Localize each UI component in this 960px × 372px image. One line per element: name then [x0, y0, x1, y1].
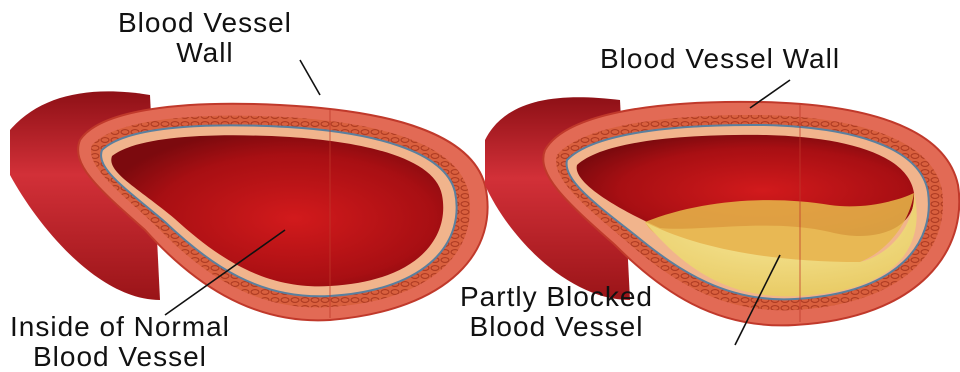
label-normal-wall-line1: Blood Vessel	[118, 8, 292, 38]
label-blocked-inside-line2: Blood Vessel	[460, 312, 653, 342]
label-normal-wall: Blood Vessel Wall	[118, 8, 292, 68]
leader-normal-wall	[300, 60, 320, 95]
label-blocked-inside: Partly Blocked Blood Vessel	[460, 282, 653, 342]
label-blocked-inside-line1: Partly Blocked	[460, 282, 653, 312]
label-normal-inside-line1: Inside of Normal	[10, 312, 230, 342]
label-normal-inside: Inside of Normal Blood Vessel	[10, 312, 230, 372]
label-normal-wall-line2: Wall	[118, 38, 292, 68]
label-blocked-wall: Blood Vessel Wall	[600, 44, 840, 74]
normal-vessel	[10, 91, 488, 320]
label-normal-inside-line2: Blood Vessel	[10, 342, 230, 372]
